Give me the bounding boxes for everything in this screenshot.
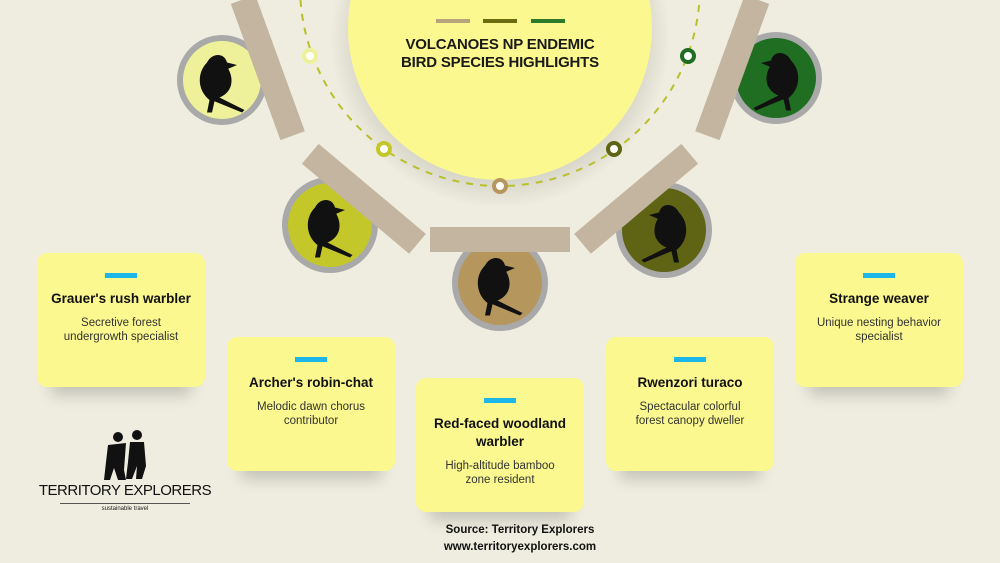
robin-silhouette-icon bbox=[307, 200, 353, 258]
bird-card-4: Rwenzori turaco Spectacular colorful for… bbox=[606, 337, 774, 471]
flying-bird-icon bbox=[641, 205, 687, 263]
bird-circle-3 bbox=[452, 235, 548, 331]
bird-description: Spectacular colorful forest canopy dwell… bbox=[635, 401, 745, 427]
accent-bar bbox=[295, 357, 327, 362]
bird-name: Archer's robin-chat bbox=[249, 375, 373, 390]
swatch-olive bbox=[483, 19, 517, 23]
accent-bar bbox=[674, 357, 706, 362]
bird-circle-1 bbox=[177, 35, 267, 125]
swatch-tan bbox=[436, 19, 470, 23]
bird-name: Strange weaver bbox=[829, 291, 929, 306]
source-note: Source: Territory Explorers www.territor… bbox=[420, 522, 620, 556]
two-birds-on-branch-icon bbox=[199, 55, 245, 113]
accent-bar bbox=[484, 398, 516, 403]
bird-card-3: Red-faced woodland warbler High-altitude… bbox=[416, 378, 584, 512]
warbler-silhouette-icon bbox=[477, 258, 523, 316]
bird-name: Rwenzori turaco bbox=[637, 375, 743, 390]
center-circle bbox=[348, 0, 652, 180]
bird-name: Red-faced woodland warbler bbox=[433, 416, 566, 449]
bird-circle-5 bbox=[730, 32, 822, 124]
arc-dot-4 bbox=[606, 141, 622, 157]
page-title: VOLCANOES NP ENDEMIC BIRD SPECIES HIGHLI… bbox=[401, 36, 599, 71]
connector-bar-3 bbox=[430, 227, 570, 252]
connector-bar-2 bbox=[301, 143, 426, 254]
perched-bird-icon bbox=[753, 53, 799, 111]
bird-name: Grauer's rush warbler bbox=[51, 291, 191, 306]
bird-card-5: Strange weaver Unique nesting behavior s… bbox=[795, 253, 963, 387]
logo-name: TERRITORY EXPLORERS bbox=[38, 482, 212, 499]
connector-bars bbox=[230, 0, 770, 254]
connector-bar-4 bbox=[574, 143, 699, 254]
hikers-logo-icon bbox=[104, 430, 146, 480]
logo-tagline: sustainable travel bbox=[60, 503, 190, 513]
arc-dot-1 bbox=[302, 48, 318, 64]
source-url: www.territoryexplorers.com bbox=[443, 541, 597, 553]
arc-dot-5 bbox=[680, 48, 696, 64]
bird-description: Secretive forest undergrowth specialist bbox=[63, 317, 179, 343]
connector-bar-1 bbox=[230, 0, 305, 141]
bird-description: Melodic dawn chorus contributor bbox=[256, 401, 366, 427]
bird-card-2: Archer's robin-chat Melodic dawn chorus … bbox=[227, 337, 395, 471]
accent-bar bbox=[863, 273, 895, 278]
accent-bar bbox=[105, 273, 137, 278]
swatch-green bbox=[531, 19, 565, 23]
arc-dot-3 bbox=[492, 178, 508, 194]
source-line: Source: Territory Explorers bbox=[445, 524, 595, 536]
bird-description: Unique nesting behavior specialist bbox=[816, 317, 942, 343]
arc-dot-2 bbox=[376, 141, 392, 157]
bird-description: High-altitude bamboo zone resident bbox=[445, 460, 555, 486]
bird-card-1: Grauer's rush warbler Secretive forest u… bbox=[37, 253, 205, 387]
connector-bar-5 bbox=[695, 0, 770, 141]
